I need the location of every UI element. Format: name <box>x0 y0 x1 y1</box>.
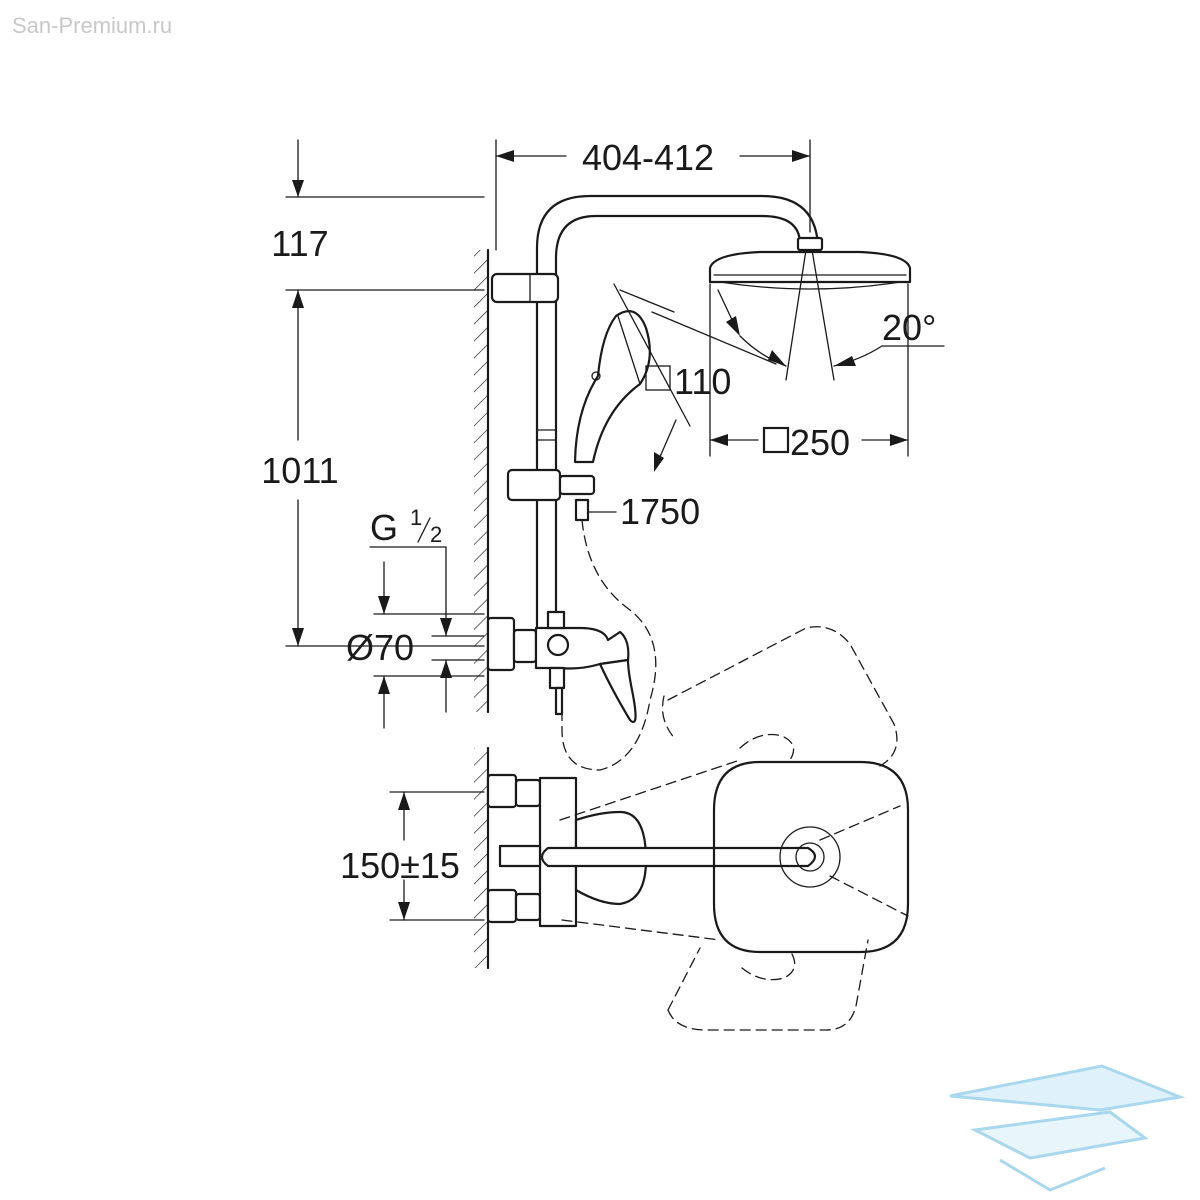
dim-rosette <box>373 561 485 729</box>
hand-shower-holder <box>506 468 596 502</box>
watermark-logo <box>949 1064 1186 1192</box>
hand-shower <box>573 310 651 464</box>
dim-head-shower-label: 250 <box>790 422 850 463</box>
dim-height-lines <box>285 139 485 647</box>
dim-inlet-spacing-label: 150±15 <box>340 845 460 886</box>
shower-hose <box>561 519 657 771</box>
dim-rail-height-label: 1011 <box>261 450 338 491</box>
shower-arm-plan <box>540 826 841 888</box>
shower-riser <box>535 194 820 642</box>
dim-arm-reach <box>495 139 811 251</box>
dim-thread-letter: G <box>370 507 398 548</box>
mixer-side-view <box>486 610 637 723</box>
square-symbol-icon <box>645 365 671 391</box>
dim-hand-shower <box>613 283 777 472</box>
dim-head-to-top-label: 117 <box>271 223 328 264</box>
wall-lower <box>474 746 490 970</box>
dim-spray-angle <box>717 249 945 381</box>
square-symbol-icon <box>762 426 790 454</box>
dim-hand-shower-label: 110 <box>674 361 731 402</box>
dim-arm-reach-label: 404-412 <box>582 137 714 178</box>
watermark-site-text: San-Premium.ru <box>12 13 172 38</box>
wall-bracket <box>490 272 560 304</box>
dim-spray-angle-label: 20° <box>882 307 936 348</box>
dim-hose-length-label: 1750 <box>620 491 700 532</box>
head-shower-rotation-dashed <box>559 626 909 1031</box>
head-shower-plan <box>712 760 910 954</box>
dim-thread-numerator: 1 <box>410 505 422 530</box>
dim-inlet-spacing <box>389 791 485 921</box>
wall-upper <box>474 248 490 714</box>
dim-thread <box>369 546 485 713</box>
hose-connector <box>574 498 590 522</box>
dim-rosette-label: Ø70 <box>346 627 414 668</box>
head-shower <box>708 236 912 290</box>
dim-thread-denominator: 2 <box>430 522 442 547</box>
dim-head-shower <box>709 283 909 457</box>
